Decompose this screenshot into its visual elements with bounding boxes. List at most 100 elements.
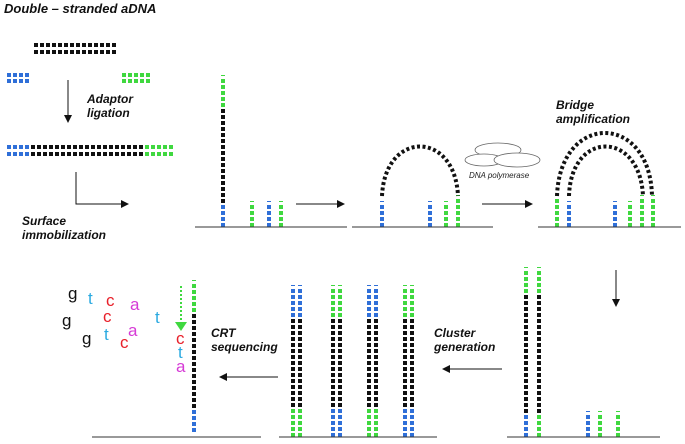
- adaptor-segment: [331, 409, 335, 413]
- dna-segment: [367, 391, 371, 395]
- dna-segment: [221, 181, 225, 185]
- dna-segment: [403, 379, 407, 383]
- dna-segment: [367, 355, 371, 359]
- dna-segment: [331, 331, 335, 335]
- dna-segment: [338, 367, 342, 371]
- dna-segment: [524, 373, 528, 377]
- dna-segment: [537, 343, 541, 347]
- dna-segment: [55, 152, 59, 156]
- dna-segment: [410, 325, 414, 329]
- adaptor-segment: [555, 211, 559, 215]
- adaptor-segment: [291, 313, 295, 317]
- adaptor-segment: [410, 433, 414, 437]
- adaptor-segment: [291, 421, 295, 425]
- dna-segment: [338, 397, 342, 401]
- adaptor-segment: [338, 427, 342, 431]
- dna-segment: [367, 385, 371, 389]
- adaptor-segment: [151, 152, 155, 156]
- adaptor-segment: [403, 415, 407, 419]
- green-arrowhead: [175, 322, 187, 331]
- dna-segment: [291, 343, 295, 347]
- dna-segment: [121, 152, 125, 156]
- nucleotide-letter: c: [103, 307, 112, 326]
- dna-segment: [298, 343, 302, 347]
- adaptor-segment: [456, 217, 460, 221]
- adaptor-segment: [13, 79, 17, 83]
- dna-segment: [331, 337, 335, 341]
- dna-segment: [367, 397, 371, 401]
- adaptor-segment: [367, 313, 371, 317]
- dna-segment: [524, 343, 528, 347]
- dna-segment: [374, 373, 378, 377]
- dna-segment: [524, 385, 528, 389]
- dna-segment: [221, 121, 225, 125]
- dna-strands-layer: [7, 43, 655, 437]
- dna-segment: [338, 319, 342, 323]
- adaptor-segment: [380, 211, 384, 215]
- adaptor-segment: [146, 79, 150, 83]
- dna-segment: [298, 373, 302, 377]
- adaptor-segment: [524, 421, 528, 425]
- dna-segment: [79, 145, 83, 149]
- adaptor-segment: [567, 223, 571, 227]
- dna-segment: [338, 343, 342, 347]
- dna-segment: [221, 169, 225, 173]
- bridge-amplification-line-1: Bridge: [556, 98, 595, 112]
- adaptor-segment: [367, 421, 371, 425]
- adaptor-segment: [7, 73, 11, 77]
- nucleotide-letter: c: [176, 329, 185, 348]
- adaptor-ligation-label: Adaptor ligation: [87, 92, 133, 120]
- adaptor-segment: [410, 409, 414, 413]
- adaptor-segment: [221, 205, 225, 209]
- nucleotide-letter: t: [178, 343, 183, 362]
- dna-segment: [291, 367, 295, 371]
- strand-end-cap: [380, 201, 384, 202]
- adaptor-segment: [221, 223, 225, 227]
- dna-segment: [537, 295, 541, 299]
- dna-segment: [112, 50, 116, 54]
- adaptor-segment: [428, 217, 432, 221]
- dna-segment: [537, 367, 541, 371]
- adaptor-segment: [456, 199, 460, 203]
- dna-segment: [298, 349, 302, 353]
- adaptor-segment: [338, 289, 342, 293]
- dna-segment: [331, 319, 335, 323]
- dna-segment: [524, 409, 528, 413]
- adaptor-segment: [331, 289, 335, 293]
- adaptor-segment: [374, 415, 378, 419]
- dna-segment: [403, 325, 407, 329]
- dna-segment: [331, 349, 335, 353]
- dna-segment: [70, 50, 74, 54]
- dna-segment: [524, 313, 528, 317]
- adaptor-segment: [628, 217, 632, 221]
- strand-end-cap: [298, 285, 302, 286]
- adaptor-segment: [537, 277, 541, 281]
- dna-segment: [49, 145, 53, 149]
- strand-end-cap: [250, 201, 254, 202]
- nucleotide-letter: t: [104, 325, 109, 344]
- adaptor-segment: [221, 97, 225, 101]
- adaptor-segment: [13, 145, 17, 149]
- dna-segment: [192, 326, 196, 330]
- adaptor-segment: [444, 205, 448, 209]
- adaptor-segment: [298, 313, 302, 317]
- strand-end-cap: [456, 195, 460, 196]
- dna-segment: [31, 145, 35, 149]
- dna-segment: [40, 50, 44, 54]
- adaptor-segment: [19, 79, 23, 83]
- adaptor-segment: [651, 217, 655, 221]
- dna-segment: [76, 50, 80, 54]
- dna-segment: [410, 391, 414, 395]
- adaptor-segment: [192, 422, 196, 426]
- adaptor-segment: [524, 427, 528, 431]
- adaptor-segment: [613, 211, 617, 215]
- dna-segment: [331, 403, 335, 407]
- adaptor-segment: [616, 433, 620, 437]
- adaptor-segment: [279, 223, 283, 227]
- dna-segment: [103, 145, 107, 149]
- dna-segment: [55, 145, 59, 149]
- adaptor-segment: [331, 415, 335, 419]
- dna-segment: [291, 403, 295, 407]
- adaptor-segment: [616, 415, 620, 419]
- adaptor-segment: [291, 301, 295, 305]
